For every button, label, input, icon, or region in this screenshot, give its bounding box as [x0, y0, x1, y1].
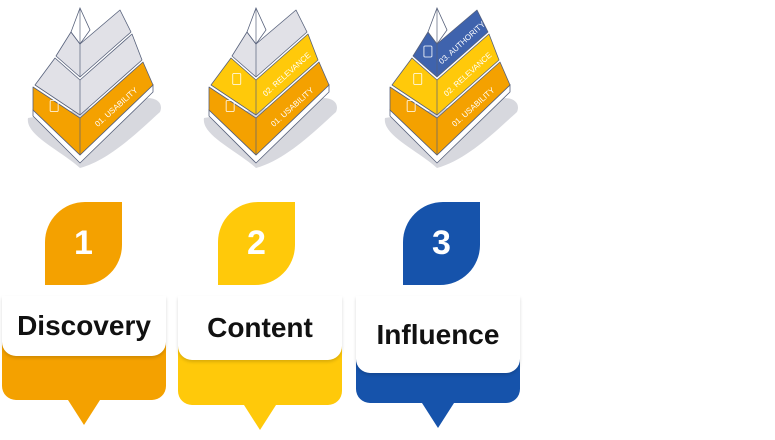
- card-title: Discovery: [2, 296, 166, 356]
- badge-3: 3: [403, 202, 480, 285]
- badge-1: 1: [45, 202, 122, 285]
- document-icon: [49, 100, 59, 112]
- card-influence: Influence: [356, 296, 520, 428]
- document-icon: [406, 100, 416, 112]
- card-title: Influence: [356, 296, 520, 373]
- document-icon: [225, 100, 235, 112]
- card-content: Content: [178, 296, 342, 430]
- award-icon: [423, 45, 433, 58]
- card-pointer: [422, 403, 454, 428]
- card-title: Content: [178, 296, 342, 360]
- target-icon: [413, 73, 423, 85]
- card-pointer: [68, 400, 100, 425]
- pyramid-1: 01. USABILITY: [27, 6, 161, 168]
- card-pointer: [244, 405, 276, 430]
- target-icon: [232, 73, 242, 85]
- badge-2: 2: [218, 202, 295, 285]
- card-discovery: Discovery: [2, 296, 166, 425]
